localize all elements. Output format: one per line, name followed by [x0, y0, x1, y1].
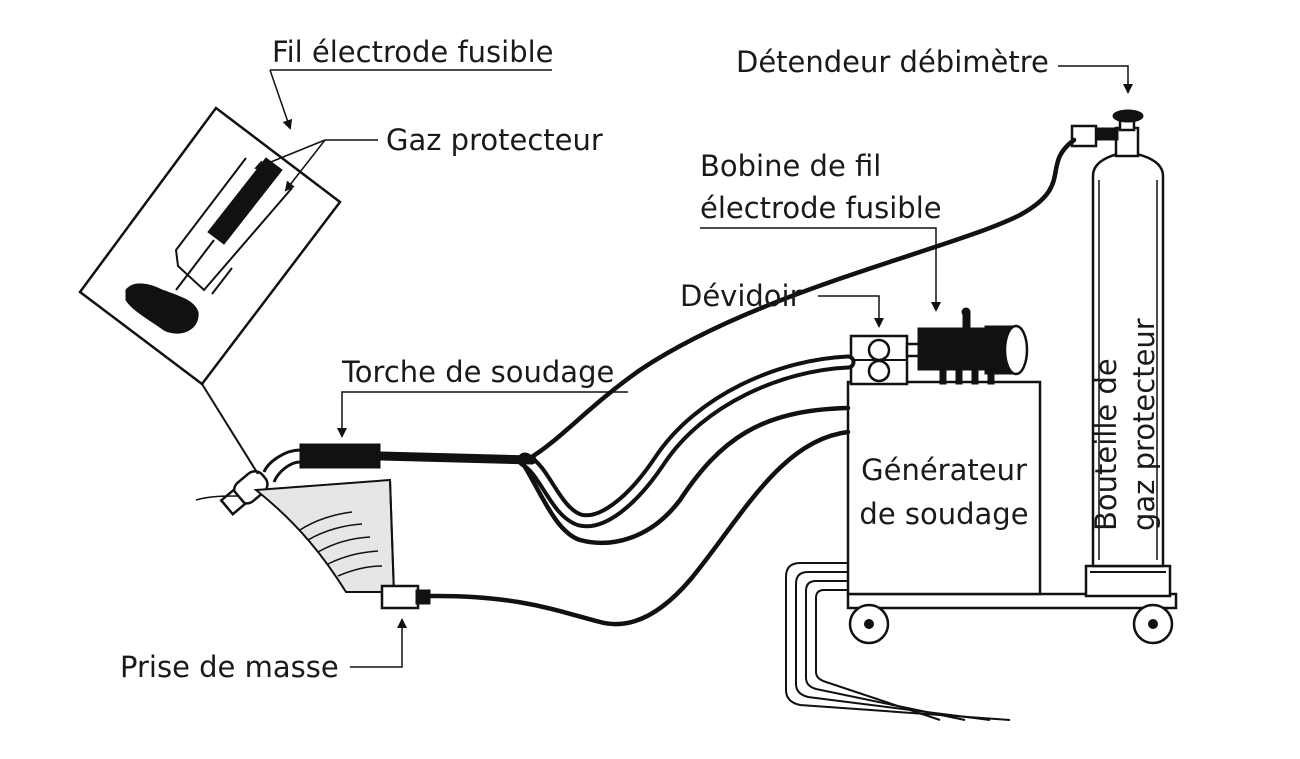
generator-label-line2: de soudage [859, 497, 1028, 531]
nozzle-detail-inset [78, 106, 342, 475]
label-detendeur: Détendeur débimètre [736, 45, 1049, 79]
gas-hose [527, 137, 1077, 461]
welding-generator [846, 380, 1042, 596]
wheel-left [848, 603, 890, 645]
bottle-label-line1: Bouteille de [1089, 358, 1123, 531]
trolley [846, 592, 1178, 645]
leaders [254, 65, 1133, 668]
power-cable [519, 405, 851, 545]
wire-feeder [849, 334, 909, 386]
bottle-label-line2: gaz protecteur [1127, 318, 1161, 531]
label-torche: Torche de soudage [341, 355, 614, 389]
label-fil-electrode: Fil électrode fusible [272, 35, 554, 69]
workpiece [195, 478, 396, 597]
wire-spool [905, 307, 1029, 385]
label-bobine-line1: Bobine de fil [700, 149, 881, 183]
label-devidoir: Dévidoir [680, 279, 802, 313]
pressure-regulator [1070, 109, 1144, 148]
gas-bottle [1084, 118, 1172, 598]
ground-cable [427, 429, 851, 627]
label-bobine-line2: électrode fusible [700, 191, 942, 225]
generator-label-line1: Générateur [861, 453, 1027, 487]
ground-clamp [380, 584, 431, 610]
label-gaz-protecteur: Gaz protecteur [386, 123, 603, 157]
floor-cables [785, 562, 1011, 721]
label-prise-masse: Prise de masse [120, 650, 339, 684]
torch-hose [375, 451, 537, 465]
torch-cable-inner [521, 358, 852, 525]
wheel-right [1132, 603, 1174, 645]
welding-torch [219, 443, 381, 516]
